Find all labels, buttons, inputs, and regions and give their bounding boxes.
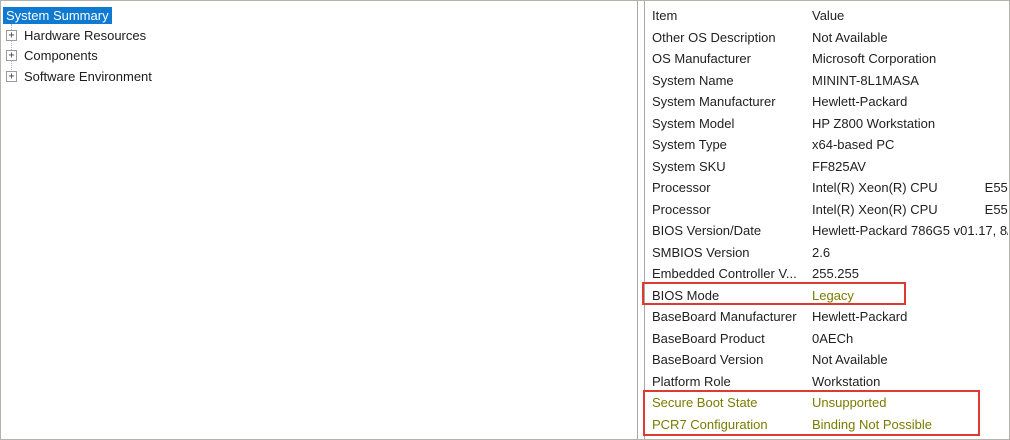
table-row[interactable]: System Model HP Z800 Workstation: [652, 113, 1008, 135]
value-cell: Intel(R) Xeon(R) CPU E5506: [812, 180, 1008, 196]
tree-item-software-environment[interactable]: + Software Environment: [1, 66, 637, 86]
tree-item-hardware-resources[interactable]: + Hardware Resources: [1, 25, 637, 45]
value-cell: 2.6: [812, 244, 831, 260]
item-column-header[interactable]: Item: [652, 8, 678, 24]
details-header-row: Item Value: [652, 5, 1008, 27]
expand-icon[interactable]: +: [6, 70, 17, 82]
table-row[interactable]: Embedded Controller V... 255.255: [652, 263, 1008, 285]
value-cell: 255.255: [812, 266, 859, 282]
item-cell: System Model: [652, 115, 735, 131]
item-cell: Processor: [652, 180, 711, 196]
table-row[interactable]: System SKU FF825AV: [652, 156, 1008, 178]
expand-icon[interactable]: +: [6, 50, 17, 62]
table-row[interactable]: PCR7 Configuration Binding Not Possible: [652, 414, 1008, 436]
item-cell: Other OS Description: [652, 29, 776, 45]
item-cell: PCR7 Configuration: [652, 416, 768, 432]
item-cell: OS Manufacturer: [652, 51, 751, 67]
table-row[interactable]: System Type x64-based PC: [652, 134, 1008, 156]
value-cell: x64-based PC: [812, 137, 895, 153]
value-cell: Legacy: [812, 287, 854, 303]
table-row[interactable]: SMBIOS Version 2.6: [652, 242, 1008, 264]
value-column-header[interactable]: Value: [812, 8, 845, 24]
item-cell: Embedded Controller V...: [652, 266, 797, 282]
category-tree-panel: System Summary + Hardware Resources + Compon…: [1, 1, 638, 439]
item-cell: Platform Role: [652, 373, 731, 389]
table-row[interactable]: OS Manufacturer Microsoft Corporation: [652, 48, 1008, 70]
value-cell: Hewlett-Packard 786G5 v01.17, 8/: [812, 223, 1008, 239]
item-cell: System Name: [652, 72, 734, 88]
value-cell: Intel(R) Xeon(R) CPU E5506: [812, 201, 1008, 217]
item-cell: BaseBoard Manufacturer: [652, 309, 797, 325]
table-row[interactable]: BaseBoard Product 0AECh: [652, 328, 1008, 350]
table-row[interactable]: BaseBoard Manufacturer Hewlett-Packard: [652, 306, 1008, 328]
tree-item-components[interactable]: + Components: [1, 46, 637, 66]
table-row[interactable]: System Manufacturer Hewlett-Packard: [652, 91, 1008, 113]
table-row[interactable]: Platform Role Workstation: [652, 371, 1008, 393]
table-row[interactable]: Processor Intel(R) Xeon(R) CPU E5506: [652, 177, 1008, 199]
expand-icon[interactable]: +: [6, 30, 17, 42]
item-cell: Processor: [652, 201, 711, 217]
item-cell: BIOS Version/Date: [652, 223, 762, 239]
table-row[interactable]: BIOS Mode Legacy: [652, 285, 1008, 307]
value-cell: HP Z800 Workstation: [812, 115, 936, 131]
value-cell: Hewlett-Packard: [812, 309, 908, 325]
value-cell: Hewlett-Packard: [812, 94, 908, 110]
item-cell: Secure Boot State: [652, 395, 758, 411]
value-cell: MININT-8L1MASA: [812, 72, 919, 88]
value-cell: Binding Not Possible: [812, 416, 932, 432]
table-row[interactable]: Secure Boot State Unsupported: [652, 392, 1008, 414]
value-cell: Not Available: [812, 29, 888, 45]
item-cell: System SKU: [652, 158, 726, 174]
value-cell: FF825AV: [812, 158, 866, 174]
tree-connector-line: [11, 24, 12, 74]
tree-item-label: Software Environment: [24, 68, 152, 84]
table-row[interactable]: BIOS Version/Date Hewlett-Packard 786G5 v…: [652, 220, 1008, 242]
item-cell: BaseBoard Version: [652, 352, 764, 368]
item-cell: BIOS Mode: [652, 287, 720, 303]
tree-item-label: System Summary: [3, 6, 112, 24]
table-row[interactable]: Other OS Description Not Available: [652, 27, 1008, 49]
value-cell: Unsupported: [812, 395, 887, 411]
table-row[interactable]: BaseBoard Version Not Available: [652, 349, 1008, 371]
tree-item-label: Components: [24, 48, 98, 64]
value-cell: 0AECh: [812, 330, 854, 346]
tree-item-system-summary[interactable]: System Summary: [1, 5, 637, 25]
value-cell: Not Available: [812, 352, 888, 368]
item-cell: System Manufacturer: [652, 94, 776, 110]
value-cell: Microsoft Corporation: [812, 51, 937, 67]
value-cell: Workstation: [812, 373, 881, 389]
item-cell: BaseBoard Product: [652, 330, 765, 346]
item-cell: SMBIOS Version: [652, 244, 750, 260]
table-row[interactable]: Processor Intel(R) Xeon(R) CPU E5506: [652, 199, 1008, 221]
tree-item-label: Hardware Resources: [24, 28, 147, 44]
table-row[interactable]: System Name MININT-8L1MASA: [652, 70, 1008, 92]
item-cell: System Type: [652, 137, 727, 153]
